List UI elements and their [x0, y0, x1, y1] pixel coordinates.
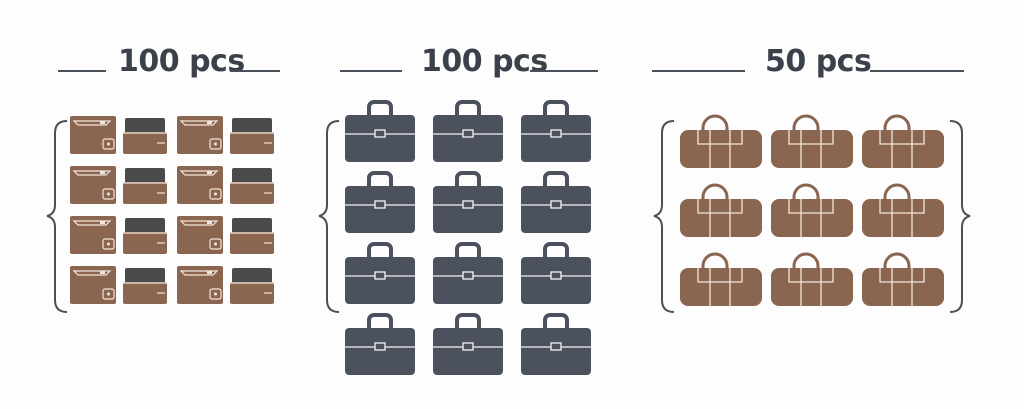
- briefcase-icon: [345, 171, 415, 233]
- briefcase-icon: [345, 313, 415, 375]
- duffel-bag-icon: [680, 114, 762, 168]
- open-wallet-icon: [70, 166, 116, 204]
- right-brace: [949, 120, 971, 313]
- briefcase-icon: [521, 313, 591, 375]
- briefcase-icon: [345, 242, 415, 304]
- duffel-bag-icon: [862, 183, 944, 237]
- closed-wallet-icon: [230, 168, 274, 204]
- briefcase-icon: [521, 100, 591, 162]
- open-wallet-icon: [70, 216, 116, 254]
- duffel-bag-icon: [862, 114, 944, 168]
- open-wallet-icon: [177, 116, 223, 154]
- open-wallet-icon: [70, 116, 116, 154]
- closed-wallet-icon: [123, 168, 167, 204]
- closed-wallet-icon: [230, 268, 274, 304]
- open-wallet-icon: [70, 266, 116, 304]
- open-wallet-icon: [177, 266, 223, 304]
- duffel-bag-icon: [771, 114, 853, 168]
- group-3-quantity-label: 50 pcs: [765, 44, 872, 79]
- group-1-quantity-label: 100 pcs: [118, 44, 245, 79]
- group-2-quantity-label: 100 pcs: [421, 44, 548, 79]
- closed-wallet-icon: [123, 118, 167, 154]
- duffel-bag-icon: [771, 183, 853, 237]
- closed-wallet-icon: [230, 118, 274, 154]
- closed-wallet-icon: [123, 268, 167, 304]
- briefcase-icon: [521, 242, 591, 304]
- duffel-bag-icon: [862, 252, 944, 306]
- briefcase-icon: [521, 171, 591, 233]
- briefcase-icon: [433, 242, 503, 304]
- duffel-bag-icon: [771, 252, 853, 306]
- duffel-bag-icon: [680, 252, 762, 306]
- briefcase-icon: [433, 100, 503, 162]
- briefcase-icon: [345, 100, 415, 162]
- duffel-bag-icon: [680, 183, 762, 237]
- open-wallet-icon: [177, 166, 223, 204]
- open-wallet-icon: [177, 216, 223, 254]
- left-brace: [653, 120, 675, 313]
- briefcase-icon: [433, 171, 503, 233]
- briefcase-icon: [433, 313, 503, 375]
- closed-wallet-icon: [230, 218, 274, 254]
- closed-wallet-icon: [123, 218, 167, 254]
- left-brace: [318, 120, 340, 313]
- left-brace: [46, 120, 68, 313]
